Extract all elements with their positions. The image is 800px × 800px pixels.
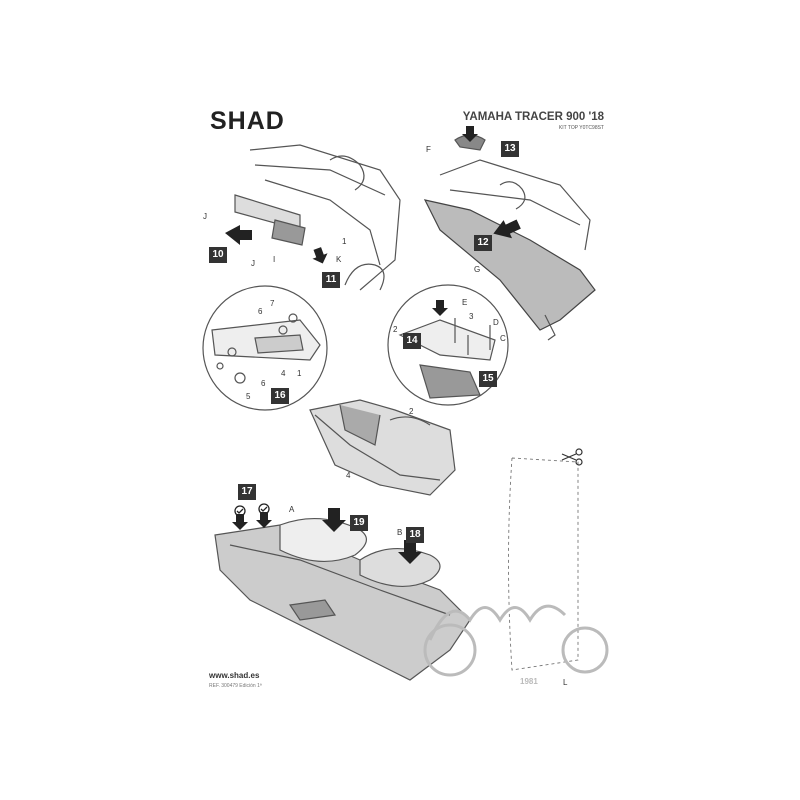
step-badge: 13: [501, 141, 519, 157]
document-reference: REF. 300479 Edición 1ª: [209, 683, 262, 689]
arrow-down-icon: [312, 247, 328, 264]
part-label: 3: [469, 312, 474, 321]
part-label: I: [273, 255, 276, 264]
part-label: 7: [270, 299, 275, 308]
part-label: J: [251, 259, 255, 268]
step-badge: 19: [350, 515, 368, 531]
part-label: D: [493, 318, 499, 327]
watermark-logo: [423, 604, 609, 677]
part-label: 6: [261, 379, 266, 388]
part-label: 5: [246, 392, 251, 401]
step-badge: 12: [474, 235, 492, 251]
scissors-icon: [561, 448, 583, 466]
cutout-template: [508, 457, 579, 671]
arrow-down-icon: [432, 300, 448, 316]
part-label: 4: [281, 369, 286, 378]
arrow-down-icon: [462, 126, 478, 142]
arrow-down-icon: [232, 514, 248, 530]
check-circle-icon: [258, 503, 270, 515]
rack-and-seat-illustration-bottom: [214, 518, 471, 681]
model-title: YAMAHA TRACER 900 '18: [462, 111, 604, 123]
detail-callout-14-15: [387, 284, 509, 406]
part-label: E: [462, 298, 468, 307]
detail-callout-16: [202, 285, 328, 411]
part-label: F: [426, 145, 431, 154]
part-label: L: [563, 678, 568, 687]
step-badge: 10: [209, 247, 227, 263]
arrow-down-icon: [256, 512, 272, 528]
rack-illustration-middle: [309, 399, 456, 496]
arrow-down-icon: [398, 540, 422, 564]
check-circle-icon: [234, 505, 246, 517]
part-label: B: [397, 528, 403, 537]
website-link[interactable]: www.shad.es: [209, 671, 260, 680]
part-label: G: [474, 265, 481, 274]
brand-logo: SHAD: [210, 107, 285, 135]
part-label: C: [500, 334, 506, 343]
part-label: 6: [258, 307, 263, 316]
rear-frame-illustration-top-left: [234, 144, 401, 291]
kit-reference: KIT TOP Y0TC98ST: [558, 125, 604, 131]
watermark-year: 1981: [520, 677, 538, 686]
step-badge: 15: [479, 371, 497, 387]
step-badge: 14: [403, 333, 421, 349]
arrow-down-icon: [322, 508, 346, 532]
step-badge: 18: [406, 527, 424, 543]
part-label: J: [203, 212, 207, 221]
part-label: 1: [342, 237, 347, 246]
part-label: 2: [393, 325, 398, 334]
part-label: 1: [297, 369, 302, 378]
part-label: A: [289, 505, 295, 514]
part-label: K: [336, 255, 342, 264]
step-badge: 16: [271, 388, 289, 404]
arrow-right-icon: [493, 219, 521, 239]
step-badge: 11: [322, 272, 340, 288]
part-label: 2: [409, 407, 414, 416]
step-badge: 17: [238, 484, 256, 500]
arrow-right-icon: [225, 225, 252, 245]
part-label: 4: [346, 471, 351, 480]
